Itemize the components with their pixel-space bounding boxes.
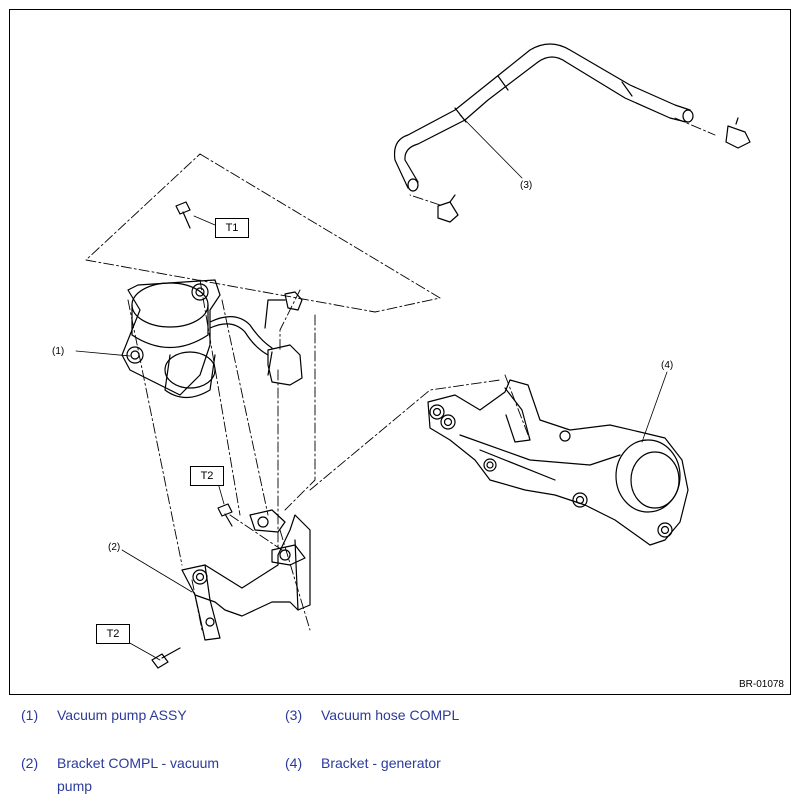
vacuum-pump-assy-drawing bbox=[121, 279, 303, 399]
legend-number: (2) bbox=[21, 755, 39, 771]
figure-id: BR-01078 bbox=[738, 679, 784, 690]
assembly-dashdot-lines bbox=[85, 117, 716, 631]
exploded-view-drawing bbox=[75, 43, 751, 669]
legend-item-4: (4) Bracket - generator bbox=[285, 752, 545, 775]
callout-2: (2) bbox=[108, 542, 121, 553]
torque-label-t1: T1 bbox=[215, 218, 249, 238]
leader-lines bbox=[75, 114, 668, 661]
legend-text: Bracket COMPL - vacuum pump bbox=[57, 755, 220, 794]
legend-text: Vacuum hose COMPL bbox=[321, 707, 460, 723]
callout-3: (3) bbox=[520, 180, 533, 191]
legend-text: Vacuum pump ASSY bbox=[57, 707, 187, 723]
torque-label-t2-upper: T2 bbox=[190, 466, 224, 486]
generator-bracket-drawing bbox=[427, 379, 689, 546]
legend-item-2: (2) Bracket COMPL - vacuum pump bbox=[21, 752, 251, 798]
torque-label-t2-lower: T2 bbox=[96, 624, 130, 644]
parts-legend: (1) Vacuum pump ASSY (3) Vacuum hose COMPL… bbox=[0, 700, 804, 804]
diagram-frame: T1 T2 T2 (1) (2) (3) (4) BR-01078 bbox=[9, 9, 791, 695]
callout-4: (4) bbox=[661, 360, 674, 371]
legend-number: (1) bbox=[21, 707, 39, 723]
legend-number: (3) bbox=[285, 707, 303, 723]
vacuum-hose-drawing bbox=[393, 43, 751, 223]
legend-number: (4) bbox=[285, 755, 303, 771]
legend-text: Bracket - generator bbox=[321, 755, 441, 771]
bolts-drawing bbox=[151, 201, 233, 669]
callout-1: (1) bbox=[52, 346, 65, 357]
vacuum-pump-bracket-drawing bbox=[181, 509, 311, 641]
legend-item-1: (1) Vacuum pump ASSY bbox=[21, 704, 271, 727]
legend-item-3: (3) Vacuum hose COMPL bbox=[285, 704, 545, 727]
